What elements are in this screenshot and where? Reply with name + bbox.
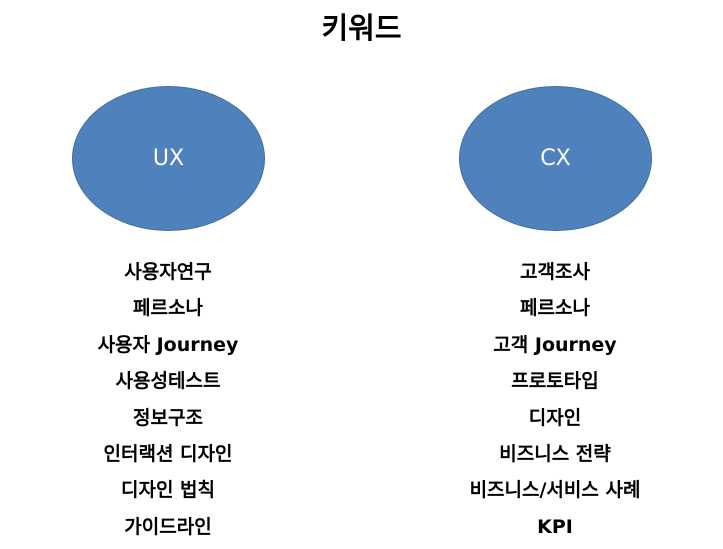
ux-keyword-item: 사용자 Journey	[97, 333, 239, 356]
cx-keyword-item: 고객 Journey	[493, 333, 617, 356]
cx-keyword-item: 고객조사	[520, 261, 590, 283]
ux-keyword-item: 정보구조	[133, 406, 203, 429]
cx-keyword-list: 고객조사 페르소나 고객 Journey 프로토타입 디자인 비즈니스 전략 비…	[405, 254, 705, 545]
ux-keyword-list: 사용자연구 페르소나 사용자 Journey 사용성테스트 정보구조 인터랙션 …	[18, 254, 318, 545]
cx-keyword-item: 페르소나	[520, 297, 590, 320]
ux-keyword-item: 가이드라인	[124, 515, 212, 538]
cx-keyword-item: 비즈니스 전략	[499, 442, 611, 465]
ux-label: UX	[152, 146, 185, 171]
ux-keyword-item: 디자인 법칙	[120, 479, 215, 502]
cx-ellipse: CX	[459, 86, 652, 231]
cx-keyword-item: 프로토타입	[511, 370, 599, 393]
ux-keyword-item: 인터랙션 디자인	[103, 442, 233, 465]
cx-keyword-item: 디자인	[528, 406, 582, 429]
cx-keyword-item: 비즈니스/서비스 사례	[469, 479, 641, 502]
cx-label: CX	[540, 146, 571, 171]
page-title: 키워드	[321, 11, 402, 45]
ux-keyword-item: 사용자연구	[124, 261, 212, 283]
ux-keyword-item: 페르소나	[133, 297, 203, 320]
ux-keyword-item: 사용성테스트	[115, 370, 221, 393]
ux-ellipse: UX	[72, 86, 265, 231]
cx-keyword-item: KPI	[537, 515, 573, 538]
